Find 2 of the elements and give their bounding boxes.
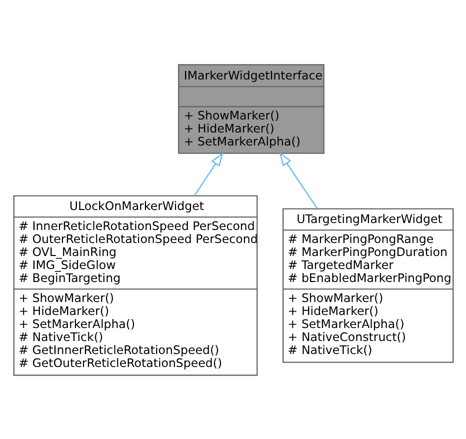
arrow: [193, 152, 223, 196]
arrow: [278, 151, 318, 208]
